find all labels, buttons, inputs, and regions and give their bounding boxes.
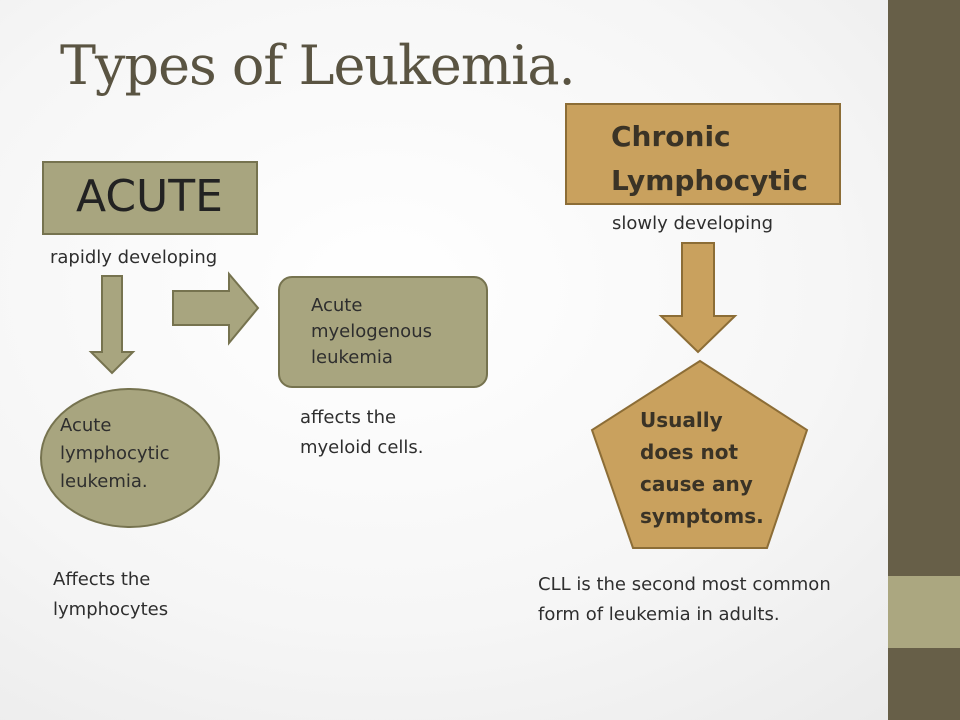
chronic-box: Chronic Lymphocytic [565,103,841,205]
aml-box: Acute myelogenous leukemia [278,276,488,388]
aml-note: affects the myeloid cells. [300,407,424,458]
cll-note: CLL is the second most common form of le… [538,574,831,625]
aml-label: Acute myelogenous leukemia [311,295,432,368]
down-arrow-acute [88,275,136,375]
right-arrow-acute [172,271,260,346]
slide-title: Types of Leukemia. [60,34,576,97]
all-note: Affects the lymphocytes [53,569,169,620]
side-bar-accent [888,576,960,648]
all-oval: Acute lymphocytic leukemia. [40,388,220,528]
acute-label: ACUTE [76,171,223,222]
chronic-description: slowly developing [612,213,773,234]
all-label: Acute lymphocytic leukemia. [60,415,170,492]
chronic-callout-text: Usually does not cause any symptoms. [640,408,764,528]
chronic-label: Chronic Lymphocytic [611,120,809,197]
acute-description: rapidly developing [50,247,218,268]
acute-box: ACUTE [42,161,258,235]
down-arrow-chronic [658,242,738,354]
pentagon-callout-shape [590,359,809,549]
